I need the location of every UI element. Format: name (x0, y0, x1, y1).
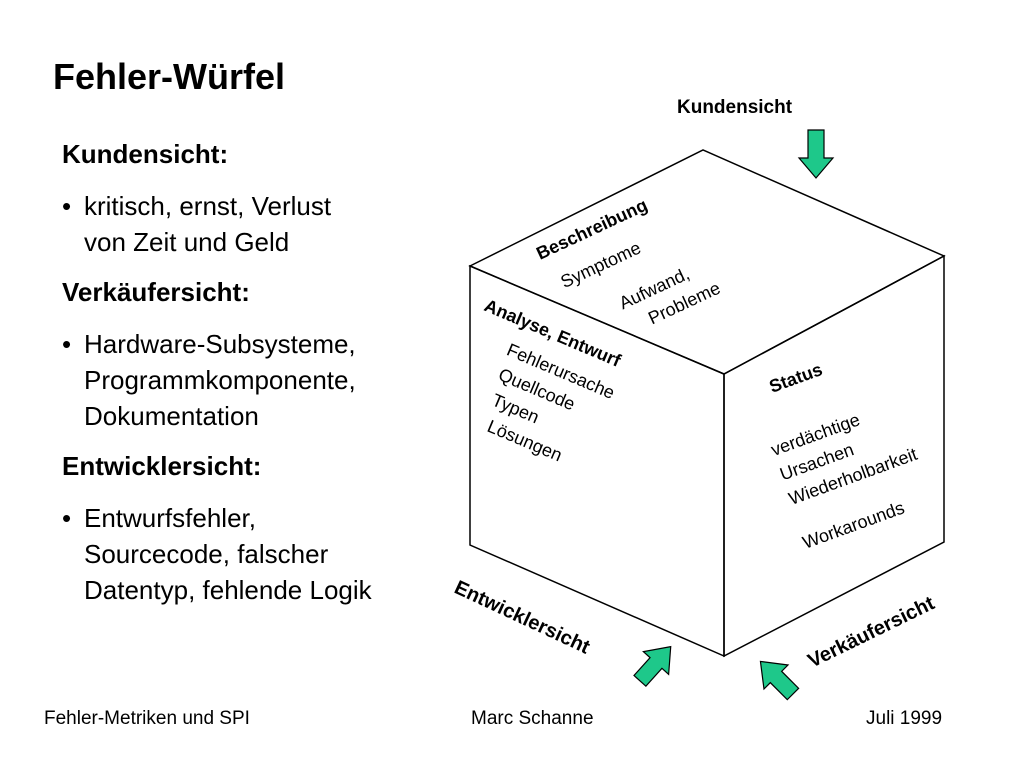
slide-title: Fehler-Würfel (53, 56, 286, 97)
footer-course: Fehler-Metriken und SPI (44, 708, 250, 729)
customer-view-label: Kundensicht (677, 97, 793, 118)
customer-view-bullet: kritisch, ernst, Verlust von Zeit und Ge… (62, 188, 442, 260)
right-face-heading: Status (767, 359, 826, 397)
developer-view-arrow-icon (633, 645, 672, 688)
footer-date: Juli 1999 (866, 708, 943, 729)
cube-outline (468, 149, 946, 658)
customer-view-heading: Kundensicht: (62, 139, 229, 169)
right-face-text: Status verdächtige Ursachen Wiederholbar… (767, 359, 920, 553)
customer-view-arrow-icon (797, 129, 835, 179)
seller-view-heading: Verkäufersicht: (62, 277, 250, 307)
developer-view-bullet: Entwurfsfehler, Sourcecode, falscher Dat… (62, 500, 442, 608)
footer-author: Marc Schanne (471, 708, 594, 729)
seller-view-bullet: Hardware-Subsysteme, Programmkomponente,… (62, 326, 442, 434)
developer-view-heading: Entwicklersicht: (62, 451, 262, 481)
left-face-item: Lösungen (484, 416, 565, 465)
right-face-item: Workarounds (800, 497, 907, 552)
seller-view-arrow-icon (759, 660, 800, 701)
perspectives-list: Kundensicht: kritisch, ernst, Verlust vo… (62, 136, 442, 622)
